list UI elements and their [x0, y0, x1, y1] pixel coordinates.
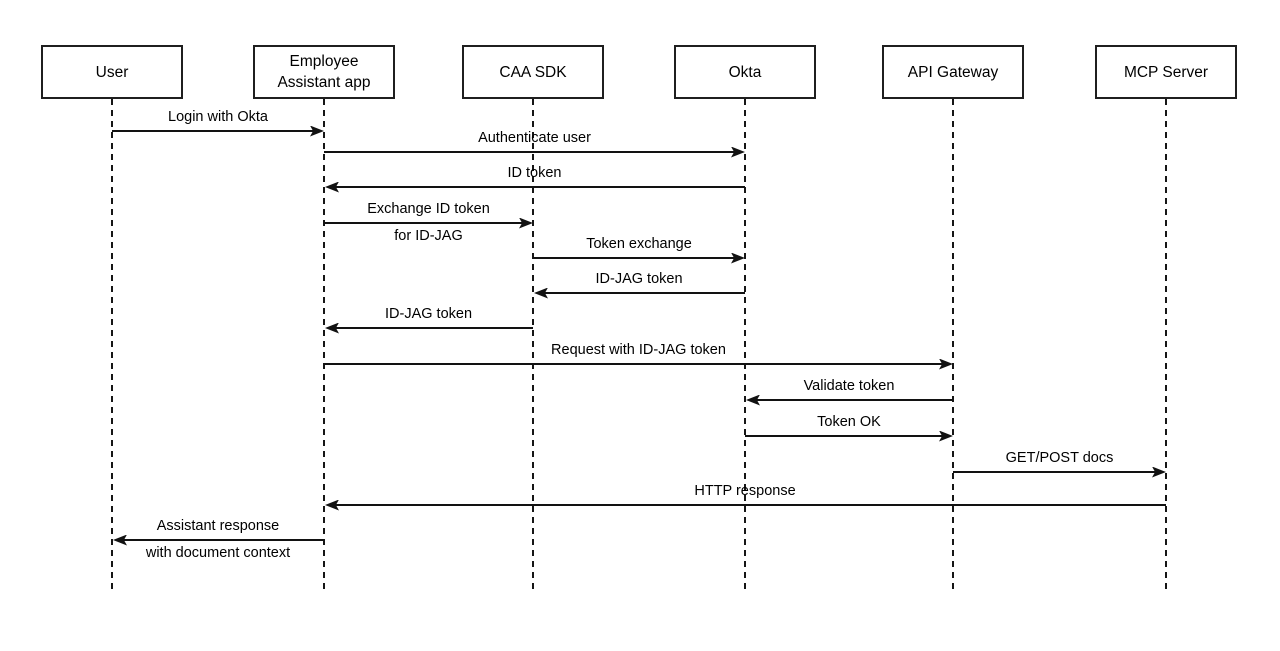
participant-user: User [41, 45, 183, 99]
message-label-2: ID token [507, 165, 562, 181]
arrowhead-icon [310, 125, 324, 137]
message-line-9 [745, 435, 943, 437]
message-line-3 [324, 222, 523, 224]
message-label-9: Token OK [817, 414, 881, 430]
arrowhead-icon [325, 499, 339, 511]
arrowhead-icon [746, 394, 760, 406]
message-label-12-line1: with document context [145, 545, 291, 561]
arrowhead-icon [519, 217, 533, 229]
message-line-4 [533, 257, 735, 259]
message-label-5: ID-JAG token [595, 271, 683, 287]
message-label-0: Login with Okta [168, 109, 268, 125]
participant-label-okta: Okta [728, 63, 762, 81]
participant-label-user: User [95, 63, 129, 81]
participant-label-mcp-server: MCP Server [1123, 63, 1209, 81]
arrowhead-icon [731, 146, 745, 158]
participant-assistant-app: Employee Assistant app [253, 45, 395, 99]
message-label-3-line1: for ID-JAG [394, 228, 463, 244]
arrowhead-icon [1152, 466, 1166, 478]
lifeline-user [111, 99, 113, 591]
arrowhead-icon [939, 430, 953, 442]
message-label-3-line0: Exchange ID token [367, 201, 490, 217]
lifeline-okta [744, 99, 746, 591]
message-label-6: ID-JAG token [384, 306, 473, 322]
arrowhead-icon [325, 181, 339, 193]
participant-label-caa-sdk: CAA SDK [499, 63, 567, 81]
message-line-8 [755, 399, 953, 401]
participant-mcp-server: MCP Server [1095, 45, 1237, 99]
message-label-10: GET/POST docs [1005, 450, 1114, 466]
message-line-7 [324, 363, 943, 365]
message-line-5 [543, 292, 745, 294]
arrowhead-icon [534, 287, 548, 299]
message-label-11: HTTP response [694, 483, 796, 499]
message-line-10 [953, 471, 1156, 473]
message-line-2 [334, 186, 745, 188]
participant-label-assistant-app: Employee Assistant app [277, 53, 371, 91]
message-line-12 [122, 539, 324, 541]
message-label-8: Validate token [803, 378, 895, 394]
lifeline-mcp-server [1165, 99, 1167, 591]
message-label-7: Request with ID-JAG token [551, 342, 726, 358]
arrowhead-icon [731, 252, 745, 264]
arrowhead-icon [325, 322, 339, 334]
message-line-11 [334, 504, 1166, 506]
participant-caa-sdk: CAA SDK [462, 45, 604, 99]
message-line-0 [112, 130, 314, 132]
participant-api-gateway: API Gateway [882, 45, 1024, 99]
lifeline-assistant-app [323, 99, 325, 591]
lifeline-caa-sdk [532, 99, 534, 591]
message-line-6 [334, 327, 533, 329]
lifeline-api-gateway [952, 99, 954, 591]
participant-label-api-gateway: API Gateway [907, 63, 999, 81]
message-label-4: Token exchange [586, 236, 692, 252]
arrowhead-icon [939, 358, 953, 370]
message-label-12-line0: Assistant response [156, 518, 280, 534]
participant-okta: Okta [674, 45, 816, 99]
arrowhead-icon [113, 534, 127, 546]
message-line-1 [324, 151, 735, 153]
message-label-1: Authenticate user [478, 130, 591, 146]
